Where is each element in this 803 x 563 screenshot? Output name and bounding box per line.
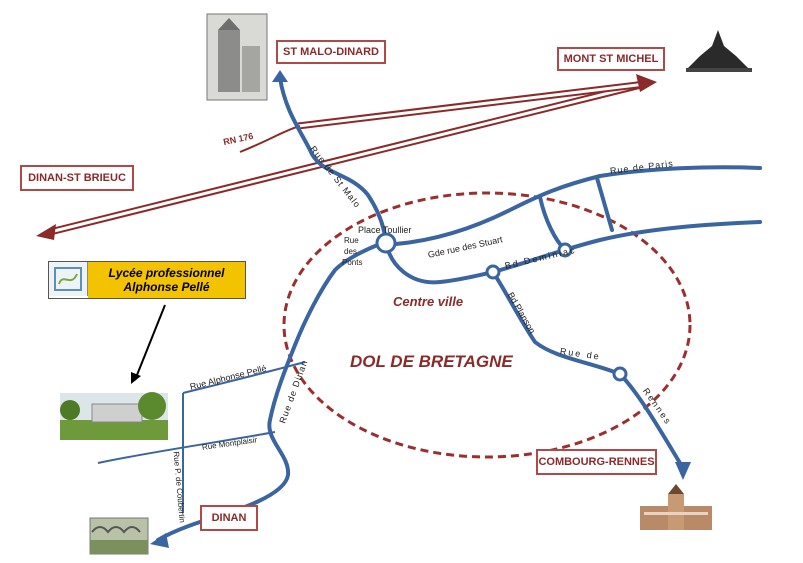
roundabout-place-toullier bbox=[375, 232, 397, 254]
road-deminiac bbox=[491, 220, 762, 274]
road-network bbox=[156, 76, 762, 542]
dinan-photo bbox=[89, 517, 149, 555]
school-logo-icon bbox=[49, 262, 88, 296]
road-connector-1 bbox=[538, 195, 567, 252]
destination-dinan-st-brieuc[interactable]: DINAN-ST BRIEUC bbox=[20, 165, 134, 191]
label-rue-ponts-1: Rue bbox=[344, 236, 359, 245]
destination-st-malo[interactable]: ST MALO-DINARD bbox=[276, 40, 386, 64]
school-photo bbox=[60, 392, 168, 440]
destination-dinan-st-brieuc-label: DINAN-ST BRIEUC bbox=[28, 172, 126, 184]
roundabout-east bbox=[557, 242, 573, 258]
arrow-rennes-icon bbox=[675, 462, 691, 480]
school-pointer bbox=[134, 304, 166, 381]
road-rennes bbox=[384, 240, 685, 470]
arrow-mont-st-michel-icon bbox=[636, 74, 657, 92]
destination-st-malo-label: ST MALO-DINARD bbox=[283, 46, 379, 58]
destination-combourg-rennes-label: COMBOURG-RENNES bbox=[538, 456, 655, 468]
destination-mont-st-michel[interactable]: MONT ST MICHEL bbox=[557, 47, 665, 71]
destination-dinan[interactable]: DINAN bbox=[200, 505, 258, 531]
label-rue-ponts-3: Ponts bbox=[342, 258, 363, 267]
road-st-malo bbox=[278, 76, 388, 244]
school-sign[interactable]: Lycée professionnel Alphonse Pellé bbox=[48, 261, 246, 299]
minor-streets bbox=[97, 361, 306, 513]
roundabout-deminiac bbox=[485, 264, 501, 280]
arrow-dinan-icon bbox=[150, 533, 169, 548]
destination-combourg-rennes[interactable]: COMBOURG-RENNES bbox=[536, 449, 657, 475]
roundabout-rennes bbox=[612, 366, 628, 382]
arrow-dinan-st-brieuc-icon bbox=[36, 224, 56, 240]
road-paris bbox=[394, 165, 762, 246]
destination-dinan-label: DINAN bbox=[211, 512, 247, 524]
label-place-toullier: Place Toullier bbox=[358, 225, 412, 235]
st-malo-photo bbox=[206, 13, 268, 101]
destination-mont-st-michel-label: MONT ST MICHEL bbox=[563, 53, 659, 65]
mont-st-michel-photo bbox=[686, 30, 752, 72]
rn176-road bbox=[36, 74, 657, 240]
school-pointer-arrow-icon bbox=[131, 372, 141, 384]
arrow-st-malo-icon bbox=[272, 70, 288, 82]
street-alphonse-pelle bbox=[182, 361, 306, 394]
roundabouts bbox=[375, 232, 628, 382]
road-connector-2 bbox=[595, 176, 614, 232]
centre-ville-ellipse bbox=[282, 191, 692, 459]
label-rue-ponts-2: des bbox=[344, 247, 357, 256]
school-name-line2: Alphonse Pellé bbox=[123, 280, 210, 294]
town-label: DOL DE BRETAGNE bbox=[350, 352, 513, 371]
rennes-photo bbox=[640, 484, 712, 530]
school-name-line1: Lycée professionnel bbox=[108, 266, 225, 280]
centre-ville-label: Centre ville bbox=[393, 294, 464, 309]
street-montplaisir bbox=[97, 431, 276, 464]
